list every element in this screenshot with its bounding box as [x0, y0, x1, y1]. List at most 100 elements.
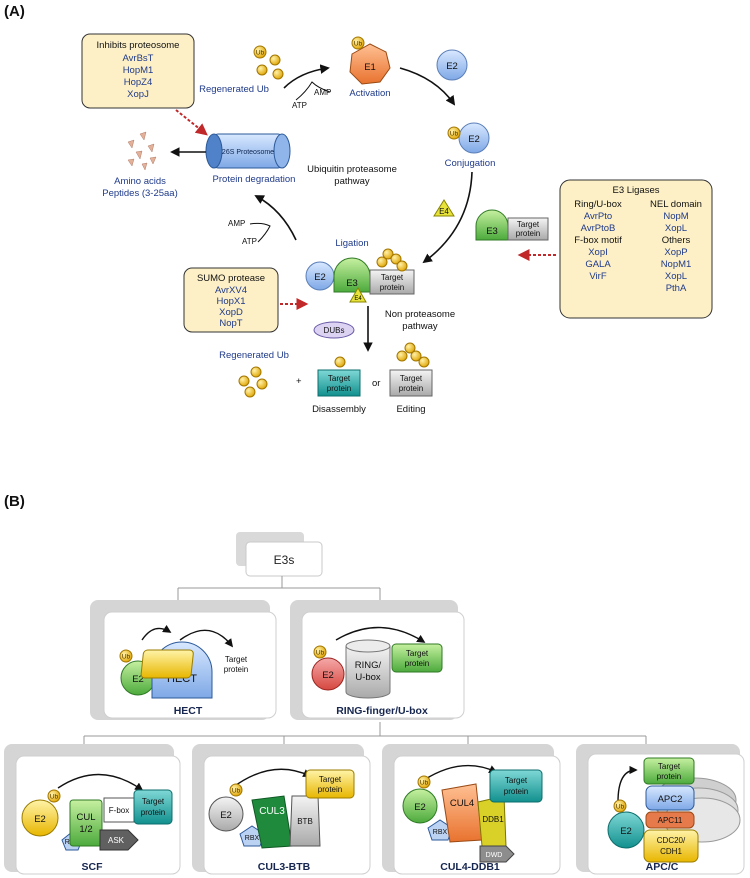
svg-text:E3: E3: [486, 226, 498, 237]
svg-text:protein: protein: [224, 665, 248, 674]
e3-category-header: NEL domain: [650, 199, 702, 210]
editing-label: Editing: [396, 404, 425, 415]
cul4-caption: CUL4-DDB1: [440, 861, 500, 873]
e3-ligase-item: GALA: [585, 259, 611, 270]
plus-sign: +: [296, 376, 302, 387]
inhibitor-item: HopZ4: [124, 77, 153, 88]
cul3-caption: CUL3-BTB: [258, 861, 311, 873]
svg-text:U-box: U-box: [355, 672, 381, 683]
disassembled-target: Target protein: [317, 356, 361, 397]
tree-connectors: [83, 576, 647, 748]
e3-box-title: E3 Ligases: [612, 185, 659, 196]
e3-ligases-box: E3 Ligases: [559, 179, 713, 319]
e3s-root-node: E3s: [236, 532, 323, 577]
inhibitor-item: HopM1: [123, 65, 154, 76]
svg-text:protein: protein: [327, 384, 351, 393]
svg-text:RBX: RBX: [245, 835, 260, 842]
atp-label-2: ATP: [242, 237, 257, 246]
peptide-fragments: [127, 131, 157, 171]
svg-text:E3: E3: [346, 278, 358, 289]
sumo-item: AvrXV4: [215, 285, 247, 296]
svg-text:CUL3: CUL3: [259, 806, 285, 817]
ligation-label: Ligation: [335, 238, 368, 249]
svg-text:Ub: Ub: [256, 50, 265, 57]
e3-category-header: Others: [662, 235, 691, 246]
svg-text:Target: Target: [142, 797, 165, 806]
svg-text:RBX: RBX: [433, 829, 448, 836]
scf-card: E2 Ub RBX CUL 1/2 F-box ASK Target prote…: [4, 744, 181, 875]
svg-text:E2: E2: [132, 674, 144, 685]
svg-text:E2: E2: [446, 61, 458, 72]
svg-text:CDH1: CDH1: [660, 847, 682, 856]
protein-degradation-label: Protein degradation: [213, 174, 296, 185]
inhibitor-item: AvrBsT: [123, 53, 154, 64]
svg-text:Ub: Ub: [354, 41, 363, 48]
svg-text:Target: Target: [658, 762, 681, 771]
svg-text:CDC20/: CDC20/: [657, 836, 686, 845]
e3-category-header: F-box motif: [574, 235, 622, 246]
svg-text:E2: E2: [414, 802, 426, 813]
e3-ligase-item: VirF: [589, 271, 606, 282]
sumo-protease-box: SUMO protease AvrXV4 HopX1 XopD NopT: [183, 267, 279, 333]
e3-box-right-column: NEL domainNopMXopLOthersXopPNopM1XopLPth…: [650, 199, 702, 294]
svg-text:Target: Target: [319, 775, 342, 784]
svg-text:E1: E1: [364, 62, 376, 73]
svg-text:CUL: CUL: [76, 812, 95, 823]
arrow-conj-to-ligation: [422, 171, 473, 264]
svg-text:APC2: APC2: [658, 794, 683, 805]
e3-ligase-item: NopM1: [661, 259, 692, 270]
ub-cluster-bottom: [238, 366, 268, 398]
svg-text:protein: protein: [380, 283, 404, 292]
svg-text:E2: E2: [220, 810, 232, 821]
panel-b-label: (B): [4, 493, 25, 510]
proteasome: 26S Proteosome: [205, 133, 291, 169]
or-label: or: [372, 378, 380, 389]
e2-free: E2: [436, 49, 468, 81]
e2-conjugated: E2 Ub: [447, 122, 490, 154]
e3-category-header: Ring/U-box: [574, 199, 622, 210]
svg-text:protein: protein: [141, 808, 165, 817]
e3-ligase-item: AvrPto: [584, 211, 612, 222]
svg-text:E2: E2: [314, 272, 326, 283]
svg-text:protein: protein: [516, 229, 540, 238]
svg-text:DDB1: DDB1: [482, 815, 504, 824]
e3-ligase-item: XopP: [664, 247, 687, 258]
svg-text:Ub: Ub: [616, 804, 625, 811]
svg-text:1/2: 1/2: [79, 824, 92, 835]
inhibits-title: Inhibits proteosome: [97, 40, 180, 51]
apc-caption: APC/C: [646, 861, 679, 873]
svg-text:protein: protein: [504, 787, 528, 796]
svg-text:E4: E4: [439, 207, 449, 216]
atp-amp-arrow-2: [249, 222, 271, 243]
apc-card: E2 Ub Target protein APC2 APC11 CDC20/ C…: [576, 744, 745, 875]
svg-text:CUL4: CUL4: [450, 798, 474, 809]
e1-enzyme: E1 Ub: [349, 36, 391, 85]
svg-text:APC11: APC11: [658, 816, 683, 825]
svg-text:Ub: Ub: [420, 780, 429, 787]
panel-a-label: (A): [4, 3, 25, 20]
svg-text:BTB: BTB: [297, 817, 313, 826]
ligation-complex: E2 E3 Target protein E4: [305, 248, 415, 303]
svg-text:DWD: DWD: [486, 852, 503, 859]
inhibitor-item: XopJ: [127, 89, 149, 100]
svg-text:Ub: Ub: [122, 654, 131, 661]
dubs-badge: DUBs: [313, 321, 355, 339]
svg-text:Ub: Ub: [50, 794, 59, 801]
svg-text:Target: Target: [505, 776, 528, 785]
sumo-item: XopD: [219, 307, 243, 318]
arrow-e1-to-e2: [399, 67, 456, 106]
svg-text:Target: Target: [400, 374, 423, 383]
svg-text:protein: protein: [318, 785, 342, 794]
pathway-title-l1: Ubiquitin proteasome: [307, 164, 397, 175]
sumo-item: HopX1: [216, 296, 245, 307]
svg-text:Target: Target: [225, 655, 248, 664]
sumo-item: NopT: [219, 318, 242, 329]
e3-ligase-item: XopL: [665, 223, 687, 234]
amp-label: AMP: [314, 88, 331, 97]
hect-card: E2 Ub HECT Target protein HECT: [90, 600, 277, 720]
disassembly-label: Disassembly: [312, 404, 366, 415]
svg-text:E3s: E3s: [274, 553, 295, 567]
regenerated-ub-label-2: Regenerated Ub: [219, 350, 289, 361]
svg-text:E2: E2: [34, 814, 46, 825]
